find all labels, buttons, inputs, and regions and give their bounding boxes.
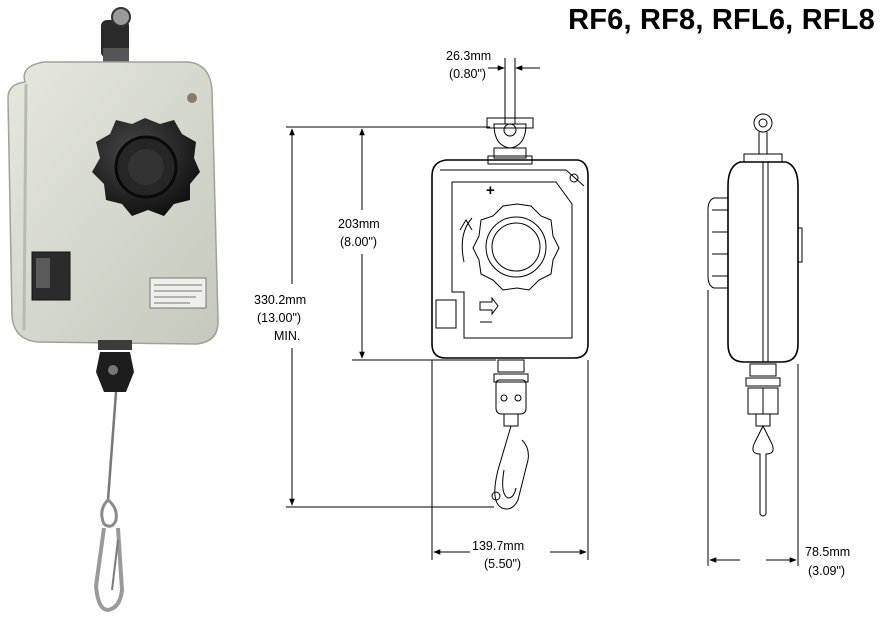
top-shackle — [486, 58, 534, 165]
body-width-imperial: (5.50") — [484, 557, 521, 571]
side-body-outline — [727, 161, 799, 363]
top-swivel-hook — [101, 7, 131, 66]
body-depth-metric: 78.5mm — [805, 545, 850, 559]
side-view-drawing: 78.5mm (3.09") — [707, 113, 850, 578]
side-knob — [707, 197, 728, 289]
front-plate — [451, 181, 573, 339]
wire-cable — [106, 391, 118, 501]
body-depth-dimension: 78.5mm (3.09") — [707, 290, 850, 578]
body-height-metric: 203mm — [338, 217, 380, 231]
shackle-width-metric: 26.3mm — [446, 49, 491, 63]
overall-height-dimension: 330.2mm (13.00") MIN. — [254, 128, 306, 506]
overall-height-imperial: (13.00") — [257, 311, 301, 325]
front-latch — [435, 299, 457, 329]
front-knob — [459, 203, 560, 291]
plus-symbol: + — [486, 182, 495, 199]
body-height-imperial: (8.00") — [340, 235, 377, 249]
front-body-outline — [431, 159, 589, 359]
nameplate — [149, 277, 207, 309]
overall-height-note: MIN. — [274, 329, 300, 343]
body-depth-imperial: (3.09") — [808, 564, 845, 578]
front-view-drawing: + 26.3mm (0.80") — [254, 49, 589, 571]
body-width-metric: 139.7mm — [472, 539, 524, 553]
side-bottom-fitting — [745, 363, 781, 517]
body-width-dimension: 139.7mm (5.50") — [431, 360, 589, 571]
shackle-width-imperial: (0.80") — [449, 67, 486, 81]
body-height-dimension: 203mm (8.00") — [338, 128, 380, 359]
arrow-icon — [479, 296, 499, 316]
cable-stop — [96, 340, 134, 392]
balancer-photo — [7, 7, 219, 613]
shackle-width-dimension: 26.3mm (0.80") — [446, 49, 540, 81]
product-title: RF6, RF8, RFL6, RFL8 — [568, 4, 875, 36]
lock-latch — [31, 251, 71, 301]
overall-height-metric: 330.2mm — [254, 293, 306, 307]
side-top-eye — [743, 113, 783, 163]
bottom-snap-hook — [93, 497, 125, 613]
front-bottom-fitting — [491, 359, 529, 510]
adjustment-knob — [92, 118, 200, 216]
